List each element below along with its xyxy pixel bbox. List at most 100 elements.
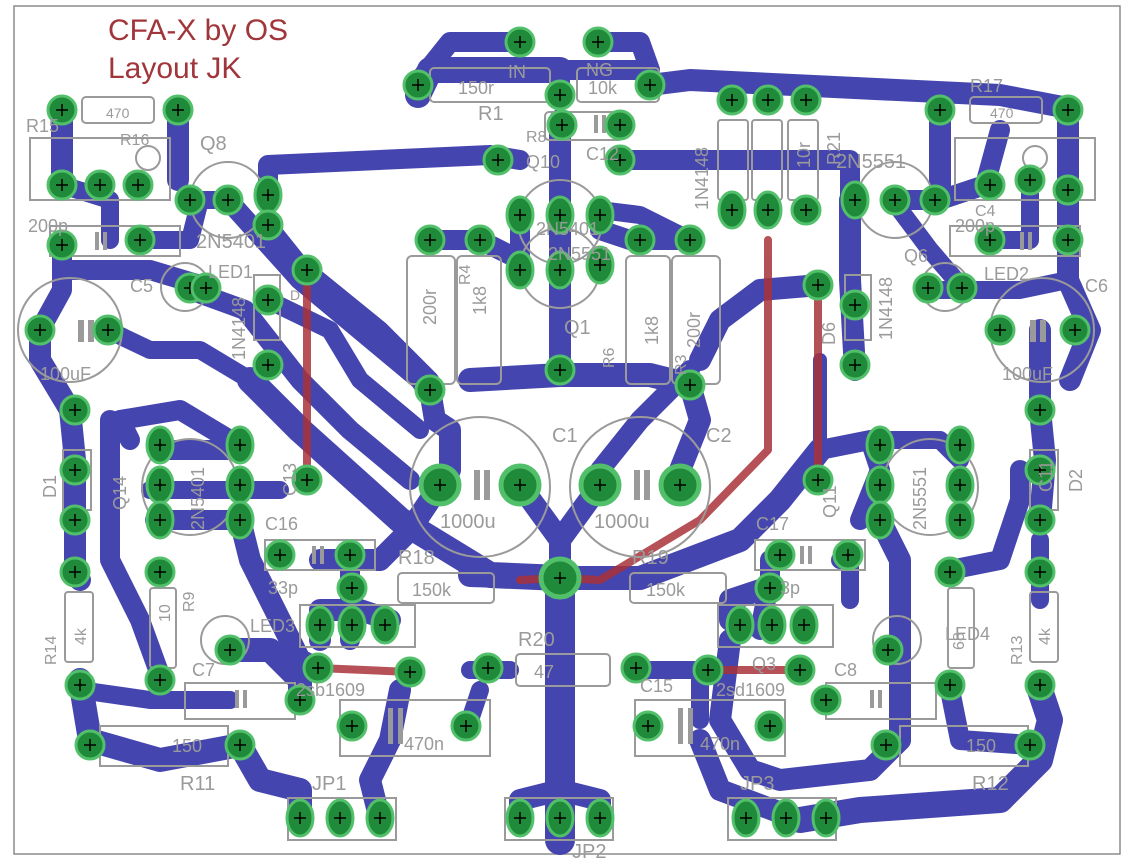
solder-pad [334,539,366,571]
label-c1-value: 1000u [440,511,496,533]
label-r2-value: 10k [588,78,618,98]
solder-pad [731,798,761,838]
solder-pad [414,374,446,406]
solder-pad [464,224,496,256]
label-q11: Q11 [820,485,840,518]
label-c5: C5 [130,276,153,296]
silkscreen-labels: CFA-X by OS Layout JK R1 150r 10k IN NG … [26,14,1108,861]
solder-pad [578,463,622,507]
solder-pad [285,798,315,838]
solder-pad [59,454,91,486]
solder-pad [325,798,355,838]
solder-pad [634,69,666,101]
label-r8: R8 [526,129,547,146]
solder-pad [802,464,834,496]
label-r5-value: 200r [420,289,440,325]
solder-pad [505,195,535,235]
solder-pad [92,314,124,346]
solder-pad [753,190,783,230]
solder-pad [674,369,706,401]
label-c2: C2 [706,425,732,447]
solder-pad [811,798,841,838]
label-r17: R17 [970,76,1003,96]
solder-pad [1052,224,1084,256]
solder-pad [145,465,175,505]
solder-pad [252,349,284,381]
solder-pad [145,500,175,540]
label-diode-1n4148-top: 1N4148 [692,147,712,210]
solder-pad [418,463,462,507]
solder-pad [1024,454,1056,486]
label-r4-value: 1k8 [470,286,490,315]
solder-pad [832,539,864,571]
solder-pad [585,798,615,838]
solder-pad [924,94,956,126]
silkscreen-outlines [17,67,1096,841]
solder-pad [934,556,966,588]
solder-pad [945,500,975,540]
label-c3-value: 200p [28,216,68,236]
solder-pad [212,184,244,216]
label-r12-value: 150 [966,736,996,756]
solder-pad [789,605,819,645]
solder-pad [754,572,786,604]
label-r11: R11 [180,773,215,795]
solder-pad [658,463,702,507]
label-c13: C13 [280,463,300,496]
solder-pad [174,184,206,216]
solder-pad [840,180,870,220]
solder-pad [252,209,284,241]
label-q14-value: 2N5401 [188,467,208,530]
solder-pad [482,144,514,176]
label-r16: R16 [120,132,149,149]
solder-pad [1014,164,1046,196]
solder-pad [394,656,426,688]
label-jp2: JP2 [572,841,606,861]
label-r4: R4 [457,264,474,285]
solder-pad [336,710,368,742]
label-r14-value: 4k [73,627,90,645]
label-in: IN [508,62,526,82]
label-c5-value: 100uF [40,364,91,384]
solder-pad [632,710,664,742]
solder-pad [302,652,334,684]
label-c6-value: 100uF [1002,364,1053,384]
solder-pad [1024,556,1056,588]
label-r21-value: 10r [794,142,814,168]
solder-pad [545,798,575,838]
solder-pad [59,394,91,426]
board-title: CFA-X by OS [108,14,288,47]
label-q-right-value: 2sd1609 [716,680,785,700]
label-d2: D2 [1066,469,1086,492]
label-r13: R13 [1009,636,1026,665]
pads-layer [24,26,1091,838]
label-led3: LED3 [250,616,295,636]
solder-pad [498,463,542,507]
solder-pad [225,425,255,465]
label-r19: R19 [632,547,669,569]
label-q5-value: 2N5401 [536,219,599,239]
label-c15: C15 [640,676,673,696]
solder-pad [974,224,1006,256]
label-q6: Q6 [904,246,928,266]
label-r15-value: 470 [106,105,130,121]
solder-pad [604,109,636,141]
solder-pad [546,109,578,141]
solder-pad [414,224,446,256]
solder-pad [945,425,975,465]
label-q10: Q10 [526,152,560,172]
solder-pad [754,710,786,742]
label-q1: Q1 [564,317,591,339]
solder-pad [585,245,615,285]
solder-pad [545,195,575,235]
solder-pad [585,195,615,235]
label-led4: LED4 [945,624,990,644]
solder-pad [46,229,78,261]
solder-pad [64,669,96,701]
solder-pad [144,556,176,588]
solder-pad [919,184,951,216]
solder-pad [124,224,156,256]
solder-pad [365,798,395,838]
label-ng: NG [586,60,613,80]
